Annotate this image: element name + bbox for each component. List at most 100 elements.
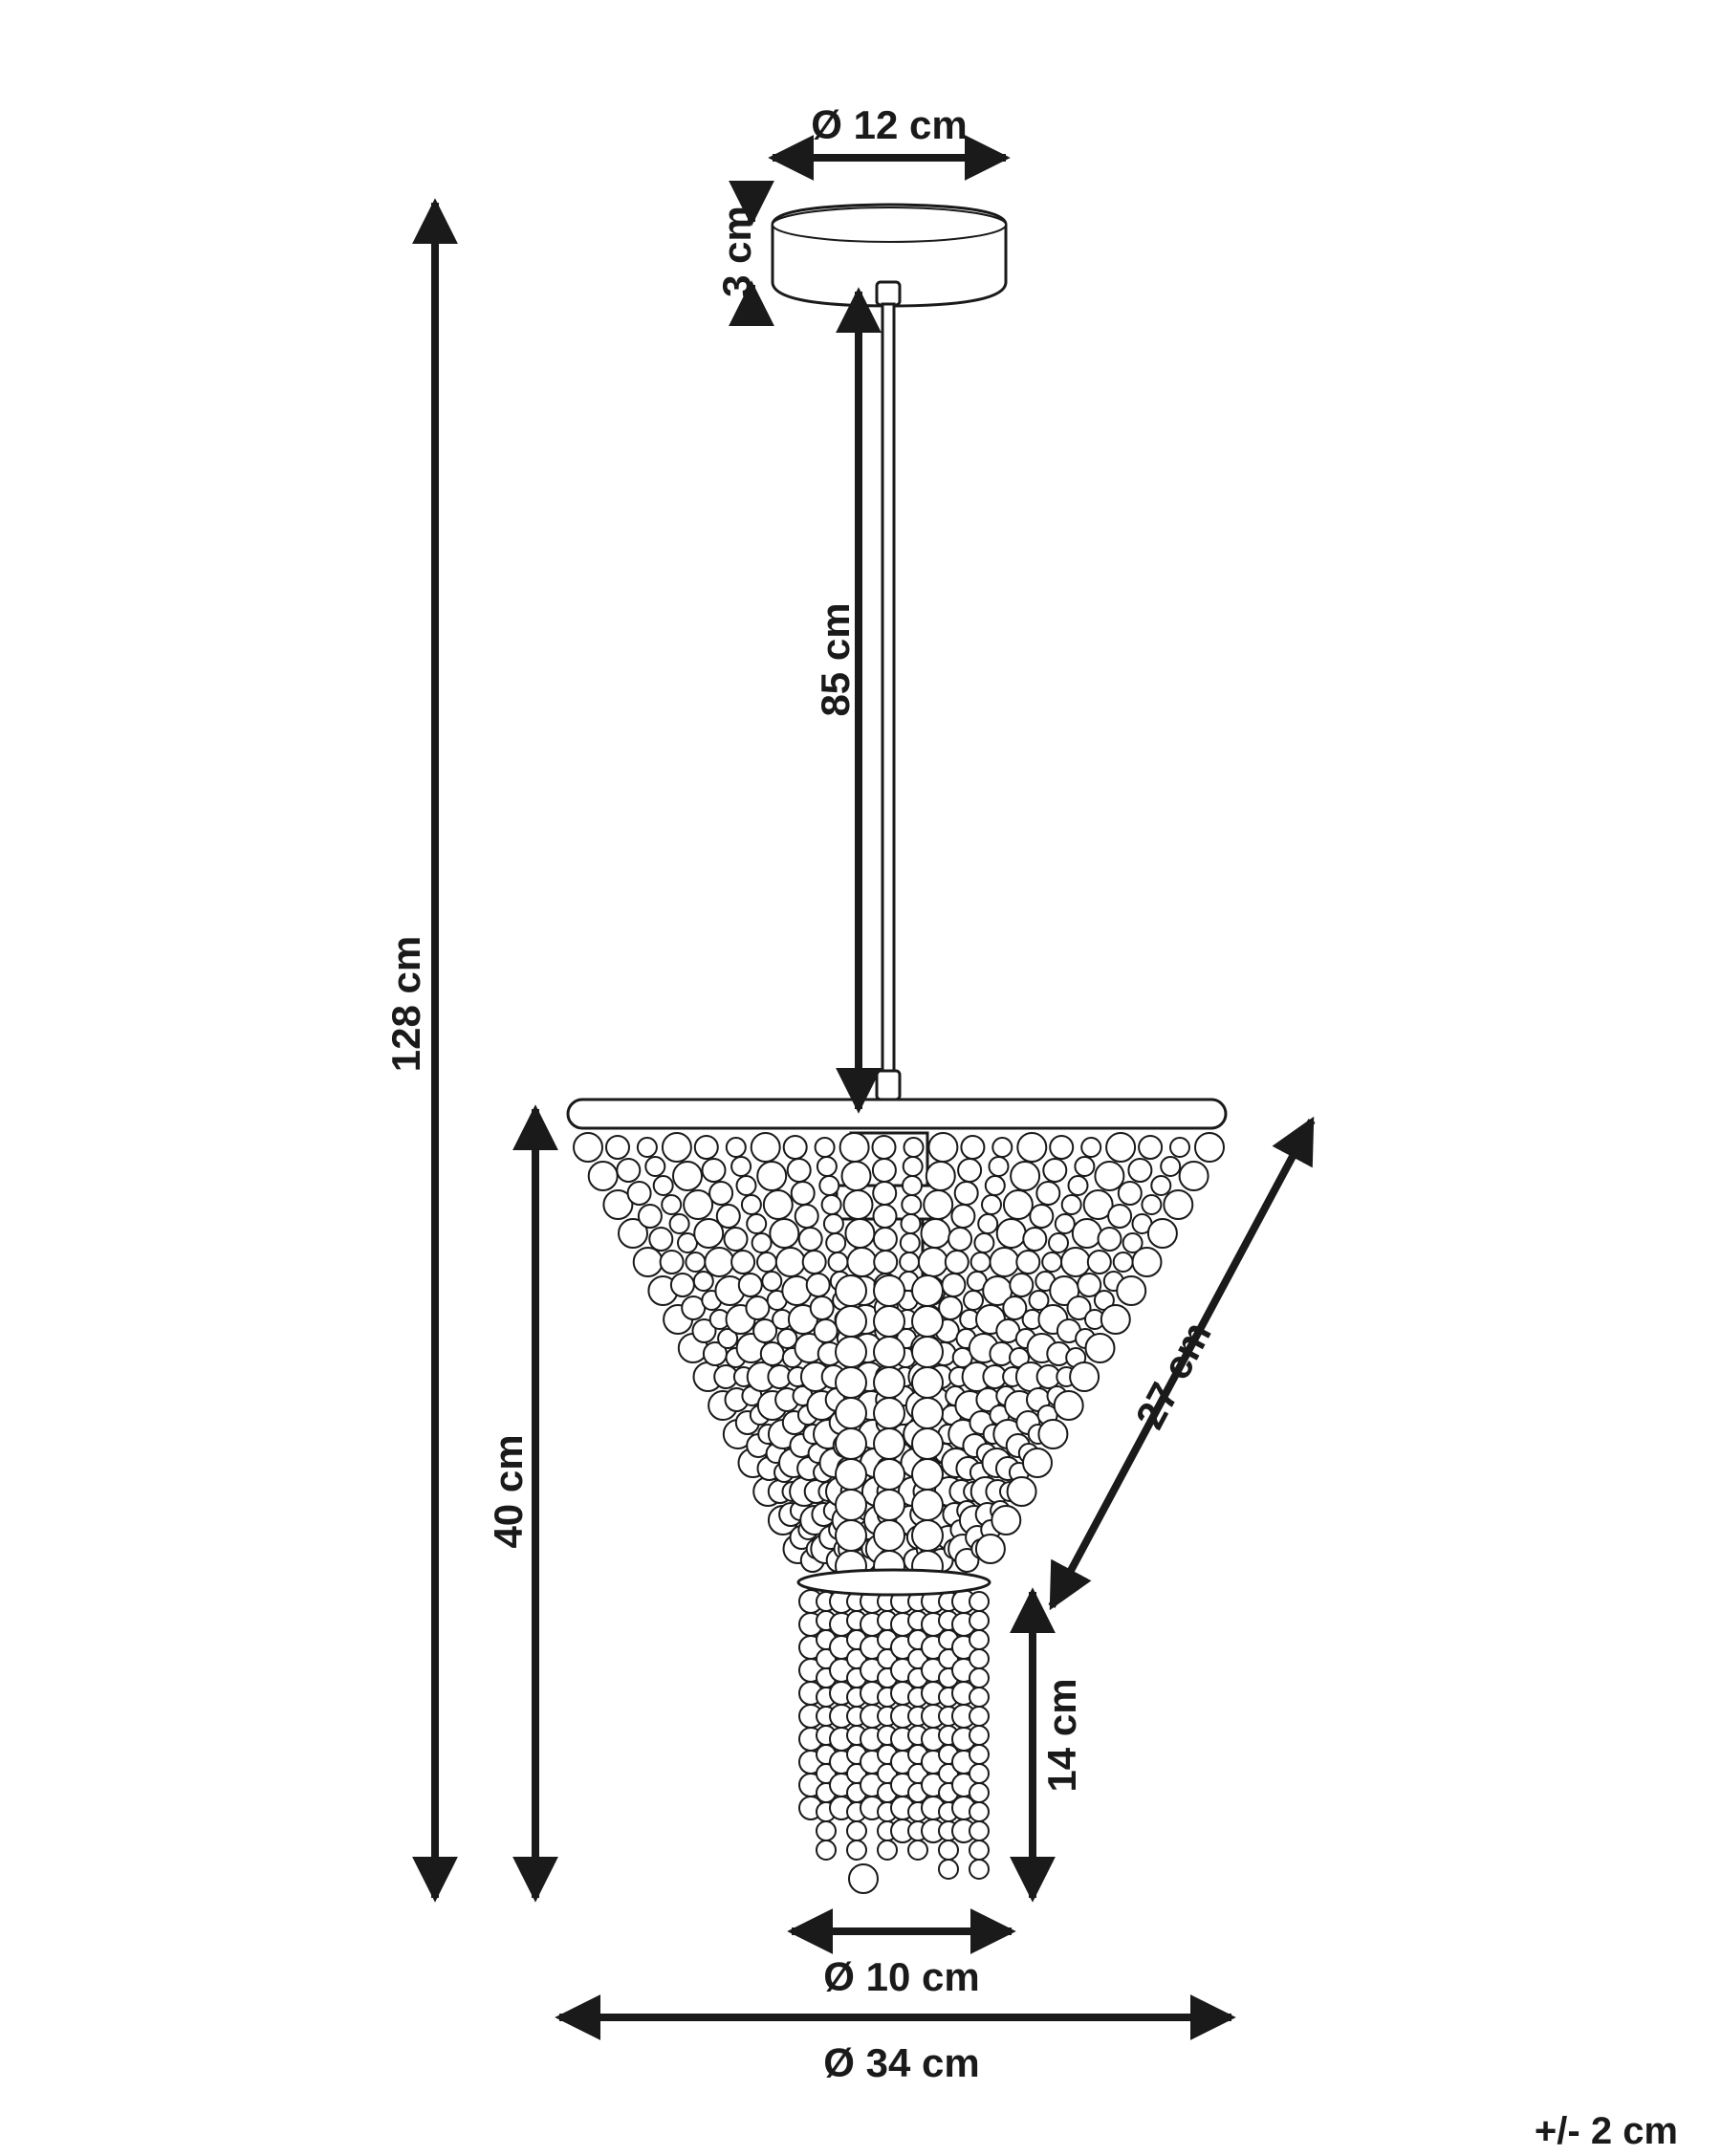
bead: [820, 1194, 842, 1215]
bead: [1029, 1204, 1055, 1229]
bead: [969, 1782, 990, 1803]
bead: [1060, 1194, 1082, 1215]
bead: [1131, 1247, 1163, 1277]
bead: [848, 1863, 879, 1894]
bead: [835, 1336, 867, 1368]
bead: [835, 1519, 867, 1552]
bead: [846, 1247, 878, 1277]
bead: [761, 1271, 783, 1292]
bead: [901, 1194, 923, 1215]
bead: [730, 1156, 752, 1177]
bead: [822, 1213, 844, 1234]
bead: [957, 1158, 983, 1183]
bead: [871, 1158, 897, 1183]
bead: [835, 1397, 867, 1429]
bead: [953, 1181, 979, 1206]
bead: [977, 1213, 999, 1234]
bead: [730, 1250, 756, 1274]
bead: [816, 1156, 838, 1177]
bead: [685, 1252, 707, 1273]
bead: [740, 1194, 762, 1215]
bead: [1042, 1158, 1068, 1183]
bead: [1006, 1476, 1037, 1507]
bead: [816, 1820, 837, 1841]
bead: [969, 1801, 990, 1822]
bead: [704, 1247, 735, 1277]
bead: [715, 1204, 741, 1229]
bead: [616, 1158, 642, 1183]
bead: [1028, 1290, 1050, 1311]
bead: [1084, 1333, 1116, 1363]
bead: [969, 1629, 990, 1650]
bead: [605, 1135, 630, 1160]
bead: [1010, 1161, 1041, 1191]
bead: [974, 1534, 1006, 1564]
bead: [984, 1175, 1006, 1196]
bead: [1080, 1137, 1102, 1158]
bead: [846, 1820, 867, 1841]
bead: [872, 1227, 898, 1252]
bead: [873, 1305, 905, 1338]
bead: [669, 1273, 695, 1297]
bead: [991, 1137, 1013, 1158]
bead: [573, 1132, 603, 1163]
canopy-height-label: 3 cm: [714, 206, 759, 297]
bead: [1141, 1194, 1163, 1215]
bead: [790, 1181, 816, 1206]
lamp-drawing: [566, 203, 1228, 1894]
bead: [816, 1840, 837, 1861]
bead: [692, 1271, 714, 1292]
bead: [969, 1763, 990, 1784]
shade-diameter-label: Ø 34 cm: [823, 2040, 979, 2085]
bead: [840, 1161, 872, 1191]
bead: [900, 1213, 922, 1234]
bead: [672, 1161, 703, 1191]
bead: [756, 1252, 777, 1273]
bead: [1169, 1137, 1190, 1158]
bead: [839, 1132, 870, 1163]
bead: [835, 1489, 867, 1521]
bead: [1053, 1390, 1084, 1421]
bead: [941, 1273, 967, 1297]
bead: [991, 1505, 1022, 1535]
bead: [797, 1227, 823, 1252]
bead: [708, 1181, 734, 1206]
bead: [648, 1227, 674, 1252]
bead: [969, 1610, 990, 1631]
bead: [872, 1181, 898, 1206]
bead: [827, 1252, 849, 1273]
bead: [969, 1687, 990, 1708]
bead: [873, 1366, 905, 1399]
bead: [873, 1489, 905, 1521]
bead: [752, 1318, 778, 1343]
bead: [903, 1137, 925, 1158]
bead: [873, 1397, 905, 1429]
bead: [794, 1204, 819, 1229]
bead: [1035, 1181, 1061, 1206]
bead: [1100, 1304, 1131, 1335]
bead: [948, 1227, 973, 1252]
bead: [969, 1840, 990, 1861]
bead: [693, 1135, 719, 1160]
bead: [786, 1158, 812, 1183]
bead: [1117, 1181, 1143, 1206]
bead: [725, 1137, 747, 1158]
bead: [1112, 1252, 1134, 1273]
shade-rim: [566, 1098, 1228, 1130]
lower-ring: [796, 1568, 991, 1597]
bead: [1105, 1132, 1137, 1163]
bead: [969, 1667, 990, 1688]
total-height-label: 128 cm: [383, 936, 428, 1072]
bead: [1022, 1448, 1053, 1478]
bead: [969, 1744, 990, 1765]
bead: [969, 1706, 990, 1727]
bead: [969, 1252, 991, 1273]
bead: [809, 1296, 835, 1320]
bead: [920, 1218, 951, 1249]
bead: [911, 1458, 944, 1491]
bead: [911, 1366, 944, 1399]
bead: [644, 1156, 666, 1177]
bead: [602, 1189, 634, 1220]
bead: [969, 1591, 990, 1612]
bead: [1127, 1158, 1153, 1183]
